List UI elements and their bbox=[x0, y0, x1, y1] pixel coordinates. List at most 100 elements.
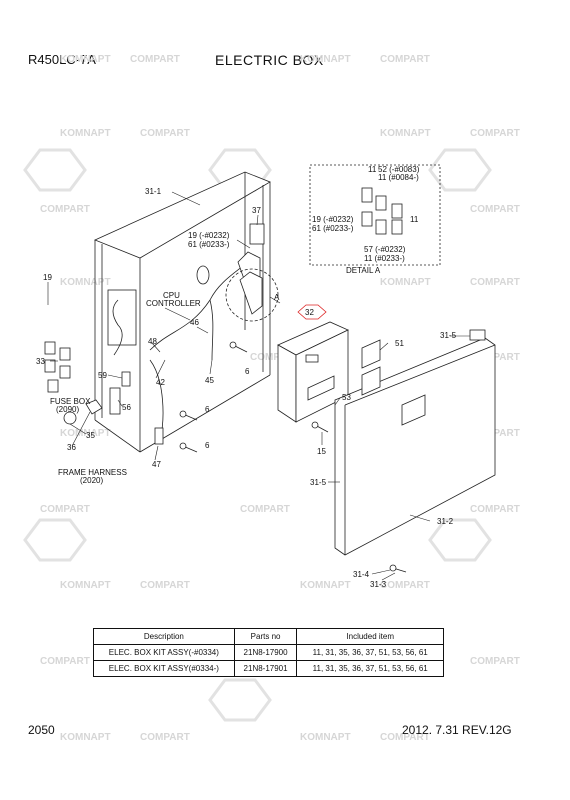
callout-31-1: 31-1 bbox=[145, 187, 162, 196]
watermark-text: KOMNAPT bbox=[300, 732, 351, 743]
callout-36: 36 bbox=[67, 443, 76, 452]
model-number: R450LC-7A bbox=[28, 52, 96, 67]
watermark-text: COMPART bbox=[380, 732, 430, 743]
watermark-text: KOMNAPT bbox=[60, 732, 111, 743]
label-plate-51 bbox=[361, 366, 381, 396]
bolts bbox=[179, 341, 407, 573]
page-title: ELECTRIC BOX bbox=[215, 52, 324, 68]
table-header-row: Description Parts no Included item bbox=[93, 628, 444, 645]
table-cell: 11, 31, 35, 36, 37, 51, 53, 56, 61 bbox=[296, 644, 444, 661]
fuse-box-label: (2090) bbox=[56, 405, 79, 414]
watermark-text: COMPART bbox=[250, 352, 300, 363]
relays-33 bbox=[44, 341, 71, 393]
watermark-text: KOMNAPT bbox=[300, 54, 351, 65]
frame-harness-label: (2020) bbox=[80, 476, 103, 485]
watermark-text: KOMNAPT bbox=[380, 277, 431, 288]
watermark-text: COMPART bbox=[240, 504, 290, 515]
cpu-controller bbox=[277, 321, 349, 423]
watermark-text: KOMNAPT bbox=[60, 128, 111, 139]
watermark-text: COMPART bbox=[470, 204, 520, 215]
callout-46: 46 bbox=[190, 318, 199, 327]
column-header-description: Description bbox=[93, 628, 235, 645]
detail-callout-11: 11 bbox=[368, 165, 377, 174]
label-plate-51 bbox=[361, 339, 381, 369]
watermark-text: COMPART bbox=[380, 580, 430, 591]
revision-date: 2012. 7.31 REV.12G bbox=[402, 723, 512, 737]
watermark-text: COMPART bbox=[380, 54, 430, 65]
callout-31-3: 31-3 bbox=[370, 580, 387, 589]
callout-labels: 31-1 37 19 (-#0232) 61 (#0233-) 19 CPU C… bbox=[36, 165, 457, 589]
column-header-parts-no: Parts no bbox=[233, 628, 298, 645]
table-cell: ELEC. BOX KIT ASSY(-#0334) bbox=[93, 644, 235, 661]
callout-6: 6 bbox=[245, 367, 250, 376]
callout-a: A bbox=[274, 293, 280, 302]
callout-19: 19 bbox=[43, 273, 52, 282]
detail-a-circle bbox=[225, 268, 279, 322]
watermark-hex-logo bbox=[208, 678, 272, 722]
table-cell: 11, 31, 35, 36, 37, 51, 53, 56, 61 bbox=[296, 660, 444, 677]
callout-47: 47 bbox=[152, 460, 161, 469]
fuse-box-label: FUSE BOX bbox=[50, 397, 91, 406]
frame-harness-label: FRAME HARNESS bbox=[58, 468, 127, 477]
callout-59: 59 bbox=[98, 371, 107, 380]
callout-6: 6 bbox=[205, 441, 210, 450]
leader-lines bbox=[47, 191, 470, 581]
detail-callout-57: 57 (-#0232) bbox=[364, 245, 406, 254]
watermark-text: COMPART bbox=[140, 732, 190, 743]
watermark-text: KOMNAPT bbox=[300, 580, 351, 591]
detail-callout-11-late: 11 (#0084-) bbox=[378, 173, 419, 182]
watermark-text: KOMNAPT bbox=[60, 277, 111, 288]
cpu-controller-label: CPU bbox=[163, 291, 180, 300]
cpu-controller-label: CONTROLLER bbox=[146, 299, 201, 308]
table-cell: ELEC. BOX KIT ASSY(#0334-) bbox=[93, 660, 235, 677]
callout-51: 51 bbox=[395, 339, 404, 348]
watermark-text: KOMNAPT bbox=[60, 580, 111, 591]
detail-a-label: DETAIL A bbox=[346, 266, 381, 275]
callout-31-2: 31-2 bbox=[437, 517, 454, 526]
detail-callout-11: 11 bbox=[410, 215, 419, 224]
callout-53: 53 bbox=[342, 393, 351, 402]
watermark-text: COMPART bbox=[470, 656, 520, 667]
table-row: ELEC. BOX KIT ASSY(#0334-) 21N8-17901 11… bbox=[93, 660, 444, 677]
callout-6: 6 bbox=[205, 405, 210, 414]
watermark-hex-logo bbox=[428, 148, 492, 192]
table-cell: 21N8-17900 bbox=[233, 644, 298, 661]
watermark-text: COMPART bbox=[40, 204, 90, 215]
callout-19-early: 19 (-#0232) bbox=[188, 231, 230, 240]
detail-callout-11-late: 11 (#0233-) bbox=[364, 254, 405, 263]
watermark-text: COMPART bbox=[130, 54, 180, 65]
callout-32-marker bbox=[297, 304, 327, 320]
detail-callout-19: 19 (-#0232) bbox=[312, 215, 354, 224]
callout-15: 15 bbox=[317, 447, 326, 456]
line-drawing bbox=[44, 164, 496, 581]
watermark-text: KOMNAPT bbox=[60, 54, 111, 65]
table-cell: 21N8-17901 bbox=[233, 660, 298, 677]
watermark-text: COMPART bbox=[470, 277, 520, 288]
detail-callout-52: 52 (-#0083) bbox=[378, 165, 420, 174]
watermark-hex-logo bbox=[23, 518, 87, 562]
watermark-text: KOMNAPT bbox=[380, 128, 431, 139]
callout-31-5: 31-5 bbox=[310, 478, 327, 487]
relay-37 bbox=[249, 223, 265, 245]
callout-33: 33 bbox=[36, 357, 45, 366]
electric-box-housing bbox=[93, 171, 271, 453]
watermark-hex-logo bbox=[23, 148, 87, 192]
watermark-text: COMPART bbox=[470, 128, 520, 139]
watermark-text: COMPART bbox=[40, 656, 90, 667]
watermark-text: COMPART bbox=[140, 128, 190, 139]
page-number: 2050 bbox=[28, 723, 55, 737]
watermark-hex-logo bbox=[428, 518, 492, 562]
callout-32: 32 bbox=[305, 308, 314, 317]
callout-31-4: 31-4 bbox=[353, 570, 370, 579]
callout-45: 45 bbox=[205, 376, 214, 385]
callout-35: 35 bbox=[86, 431, 95, 440]
callout-37: 37 bbox=[252, 206, 261, 215]
callout-42: 42 bbox=[156, 378, 165, 387]
watermark-text: COMPART bbox=[140, 580, 190, 591]
callout-61-late: 61 (#0233-) bbox=[188, 240, 230, 249]
callout-56: 56 bbox=[122, 403, 131, 412]
callout-48: 48 bbox=[148, 337, 157, 346]
callout-31-5: 31-5 bbox=[440, 331, 457, 340]
parts-table: Description Parts no Included item ELEC.… bbox=[93, 628, 444, 677]
